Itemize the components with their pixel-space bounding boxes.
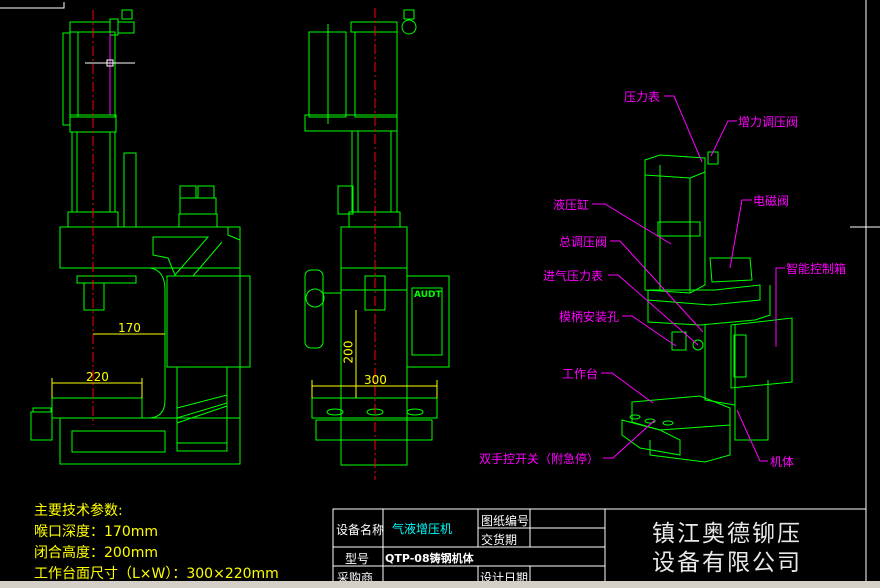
side-view — [30, 9, 251, 465]
callout-two-hand-switch: 双手控开关（附急停） — [479, 452, 600, 466]
tb-name-label: 设备名称 — [336, 523, 385, 537]
spec-table-size: 工作台面尺寸（L×W）：300×220mm — [34, 566, 279, 582]
callout-pressure-gauge: 压力表 — [624, 90, 661, 104]
callout-hydraulic-cylinder: 液压缸 — [553, 198, 590, 212]
tb-model-value: QTP-08铸钢机体 — [385, 552, 474, 565]
horizontal-scrollbar[interactable] — [0, 581, 880, 588]
spec-closed-height: 闭合高度：200mm — [34, 545, 158, 561]
tb-model-label: 型号 — [345, 552, 370, 566]
callout-solenoid-valve: 电磁阀 — [753, 194, 790, 208]
callout-inlet-gauge: 进气压力表 — [543, 269, 604, 283]
panel-brand: AUDT — [414, 290, 442, 300]
callout-control-box: 智能控制箱 — [786, 262, 847, 276]
tb-name-value: 气液增压机 — [392, 522, 453, 536]
frame-corner — [0, 2, 65, 9]
front-view — [304, 8, 450, 480]
dim-closed-height: 200 — [341, 340, 356, 364]
dim-table-width: 220 — [86, 370, 109, 384]
dim-table-length: 300 — [364, 373, 387, 387]
company-name-line2: 设备有限公司 — [652, 550, 802, 576]
specs-title: 主要技术参数: — [34, 503, 123, 519]
tb-drawing-no-label: 图纸编号 — [481, 514, 530, 528]
spec-throat-depth: 喉口深度：170mm — [34, 524, 158, 540]
callout-main-regulator: 总调压阀 — [559, 235, 608, 249]
company-name-line1: 镇江奥德铆压 — [652, 521, 802, 547]
callout-booster-valve: 增力调压阀 — [738, 115, 799, 129]
tb-delivery-label: 交货期 — [481, 533, 518, 547]
callout-frame: 机体 — [770, 455, 795, 469]
isometric-view — [621, 151, 793, 463]
callout-leaders — [592, 95, 785, 462]
callout-worktable: 工作台 — [562, 367, 599, 381]
callout-die-shank-hole: 模柄安装孔 — [559, 310, 620, 324]
dim-throat: 170 — [118, 321, 141, 335]
